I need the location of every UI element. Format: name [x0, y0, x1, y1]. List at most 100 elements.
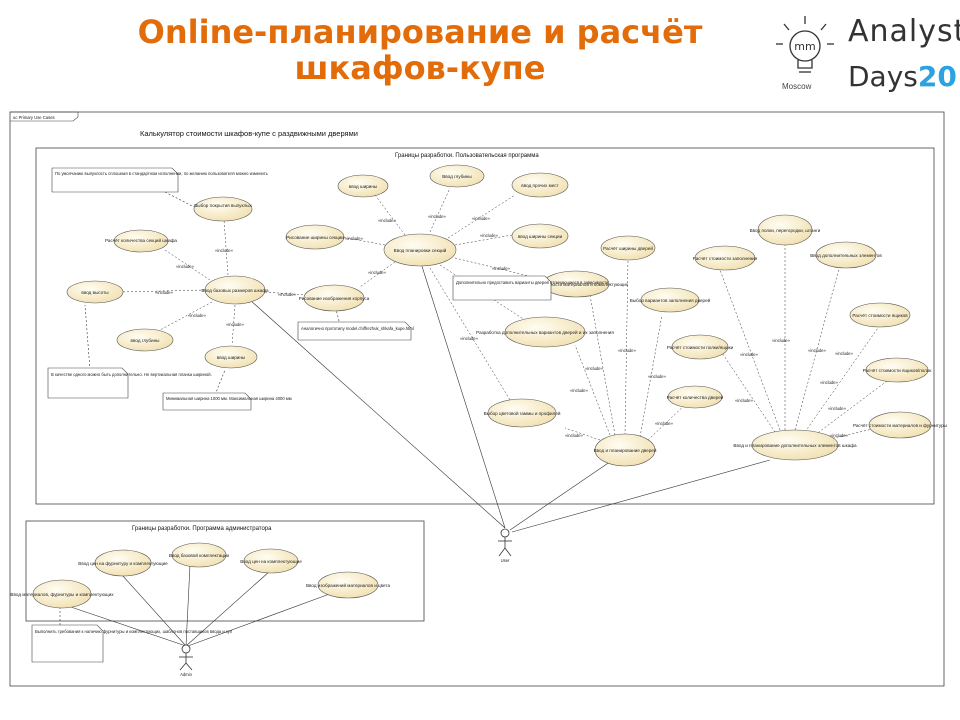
logo-brand: Analyst — [848, 14, 960, 49]
uc-label: Ввод цен на фурнитуру и комплектующие — [78, 561, 168, 566]
include-label: «include» — [808, 348, 827, 353]
use-case — [640, 287, 700, 313]
note-box — [47, 367, 129, 399]
use-case — [303, 284, 365, 312]
slide-title-line1: Online-планирование и расчёт — [137, 13, 703, 51]
uc-label: Ввод полки, перегородки, штанги — [750, 228, 821, 233]
slide-title-line2: шкафов-купе — [294, 49, 546, 87]
use-case — [694, 245, 756, 271]
use-case — [868, 411, 932, 439]
include-label: «include» — [735, 398, 754, 403]
uc-label: Рисование ширины секции — [286, 235, 344, 240]
uc-label: ввод высоты — [81, 290, 108, 295]
use-case — [849, 302, 911, 328]
use-case — [285, 224, 345, 250]
slide-title: Online-планирование и расчёт шкафов-купе — [100, 14, 740, 86]
actor-admin-label: Admin — [180, 672, 193, 677]
use-case — [317, 571, 379, 599]
use-case — [383, 233, 457, 267]
boundary-admin-title: Границы разработки. Программа администра… — [132, 526, 272, 532]
include-label: «include» — [828, 406, 847, 411]
actor-user-label: User — [501, 558, 510, 563]
uc-label: ввод глубины — [131, 338, 160, 343]
use-case-labels: Выбор покрытия выпуклых Расчёт количеств… — [10, 174, 947, 597]
include-label: «include» — [368, 270, 387, 275]
uc-label: Расчёт количества секций шкафа — [105, 237, 177, 243]
include-label: «include» — [772, 338, 791, 343]
include-label: «include» — [740, 352, 759, 357]
uc-label: Ввод цен на комплектующие — [240, 559, 302, 564]
logo-days: Days2014 — [848, 60, 960, 93]
include-label: «include» — [648, 374, 667, 379]
use-case — [751, 429, 839, 461]
include-label: «include» — [155, 290, 174, 295]
use-case — [667, 385, 723, 409]
note-box — [31, 624, 104, 663]
note-box — [297, 321, 412, 341]
use-case — [94, 549, 152, 577]
include-label: «include» — [472, 216, 491, 221]
uc-label: ввод ширины секции — [518, 234, 563, 239]
logo-year: 2014 — [917, 60, 960, 93]
frame-tag-box — [10, 111, 79, 122]
uc-label: Расчёт стоимости материалов и фурнитуры — [853, 423, 947, 428]
use-case — [204, 275, 266, 305]
include-label: «include» — [176, 264, 195, 269]
uc-label: Выбор покрытия выпуклых — [194, 203, 252, 208]
analyst-days-logo: mm Moscow Analyst Days2014 — [770, 12, 960, 102]
note-box — [452, 275, 552, 301]
uc-label: Разработка дополнительных вариантов двер… — [476, 329, 614, 335]
boundary-user — [35, 147, 935, 505]
uc-label: Выбор вариантов заполнения дверей — [630, 297, 711, 303]
uc-label: Расчёт стоимости заполнения — [693, 256, 758, 261]
note-text: По умолчанию выпуклость сплошная в станд… — [55, 171, 269, 176]
use-cases — [32, 164, 932, 609]
logo-city: Moscow — [782, 82, 812, 91]
uc-label: Расчёт стоимости ящиков — [852, 313, 908, 318]
uc-label: Ввод и планирование дополнительных элеме… — [733, 443, 857, 448]
uc-label: Расчёт стоимости ящиков/полок — [863, 368, 933, 373]
include-label: «include» — [480, 233, 499, 238]
include-label: «include» — [618, 348, 637, 353]
notes — [31, 167, 552, 663]
actor-user-icon — [498, 528, 512, 557]
uc-label: Расчёт стоимости материалов и комплектую… — [524, 282, 629, 287]
include-label: «include» — [585, 366, 604, 371]
use-case — [204, 345, 258, 369]
uc-label: Ввод планировки секций — [394, 247, 447, 253]
note-text: Дополнительно предоставить варианты двер… — [456, 280, 609, 285]
actor-admin-icon — [179, 644, 193, 671]
boundary-user-title: Границы разработки. Пользовательская про… — [395, 153, 539, 159]
use-case — [429, 164, 485, 188]
include-label: «include» — [820, 380, 839, 385]
use-case — [594, 433, 656, 467]
use-case — [865, 357, 929, 383]
include-label: «include» — [492, 266, 511, 271]
note-text: В качестве одного можно быть дополнитель… — [51, 372, 212, 377]
include-label: «include» — [460, 336, 479, 341]
uc-label: Рисование изображения корпуса — [299, 296, 370, 301]
use-case — [193, 196, 253, 222]
use-case — [66, 280, 124, 304]
include-label: «include» — [278, 292, 297, 297]
frame-title: Калькулятор стоимости шкафов-купе с разд… — [140, 129, 358, 138]
use-case — [171, 542, 227, 568]
uc-label: Ввод материалов, фурнитуры и комплектующ… — [10, 592, 114, 597]
use-case — [815, 241, 877, 269]
uc-label: Ввод и планирование дверей — [594, 447, 657, 453]
include-labels: «include» «include» «include» «include» … — [155, 214, 854, 438]
use-case — [511, 172, 569, 198]
include-label: «include» — [830, 433, 849, 438]
note-text: Аналогично прототипу model.chiffrezhuk_s… — [301, 326, 414, 331]
uc-label: Выбор цветовой гаммы и профилей — [484, 410, 561, 416]
uc-label: Ввод дополнительных элементов — [810, 253, 882, 258]
note-texts: По умолчанию выпуклость сплошная в станд… — [35, 171, 609, 634]
note-text: Выполнить требования к наличию фурнитуры… — [35, 629, 232, 634]
uc-label: Расчёт ширины дверей — [603, 245, 653, 251]
use-case — [600, 235, 656, 261]
use-case — [487, 398, 557, 428]
frame-tag: uc Primary Use Cases — [13, 115, 55, 120]
include-label: «include» — [655, 421, 674, 426]
note-box — [51, 167, 179, 193]
